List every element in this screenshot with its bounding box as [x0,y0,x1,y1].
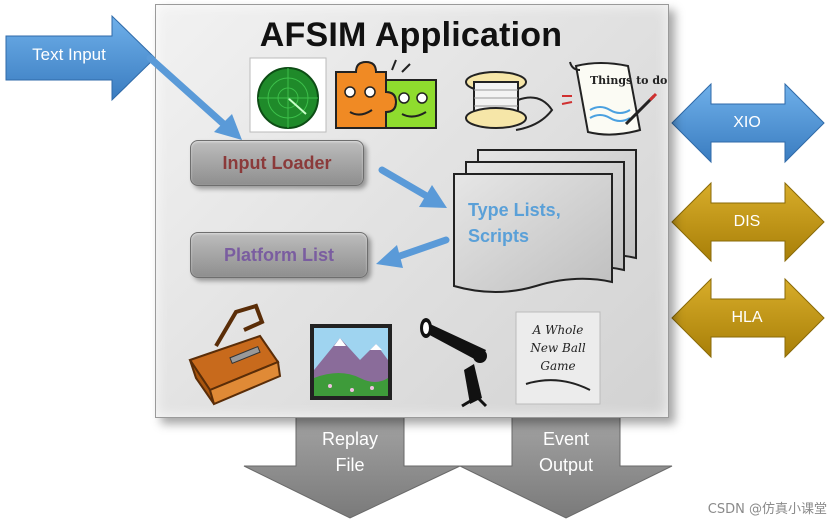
xio-label: XIO [733,114,761,131]
csdn-watermark: CSDN @仿真小课堂 [707,502,827,517]
dis-label: DIS [733,213,761,230]
xio-double-arrow [671,82,825,164]
svg-text:A Whole: A Whole [532,323,584,337]
type-lists-scripts-label: Type Lists, Scripts [468,197,598,249]
application-title: AFSIM Application [259,16,563,54]
whole-new-ball-game-icon: A Whole New Ball Game [515,311,601,405]
type-lists-line1: Type Lists, [468,200,561,220]
svg-text:Game: Game [540,359,575,373]
hla-label: HLA [731,309,763,326]
input-loader-box: Input Loader [190,140,364,186]
text-input-label: Text Input [32,45,106,64]
text-input-inner-arrow [146,54,242,140]
replay-file-label: Replay File [296,426,404,478]
loader-to-typelists-arrow [378,166,447,208]
hla-double-arrow [671,277,825,359]
event-output-label: Event Output [512,426,620,478]
things-to-do-text: Things to do [590,74,667,87]
replay-file-line2: File [335,455,365,475]
event-output-line1: Event [542,429,590,449]
type-lists-line2: Scripts [468,226,530,246]
event-output-line2: Output [538,455,594,475]
puzzle-pieces-icon [335,59,437,129]
svg-text:New Ball: New Ball [529,341,585,355]
platform-list-box: Platform List [190,232,368,278]
mountain-landscape-icon [310,324,392,400]
dis-double-arrow [671,181,825,263]
document-stack-icon [453,149,637,293]
event-output-arrow [459,415,673,519]
text-input-arrow [5,14,156,102]
megaphone-icon [420,318,488,408]
radar-scope-icon [249,57,327,133]
typelists-to-platform-arrow [376,236,450,268]
replay-file-line1: Replay [321,429,379,449]
toolbox-icon [188,303,282,406]
thread-spool-icon [465,71,554,131]
replay-file-arrow [243,415,461,519]
things-to-do-scroll-icon: Things to do [561,61,667,136]
